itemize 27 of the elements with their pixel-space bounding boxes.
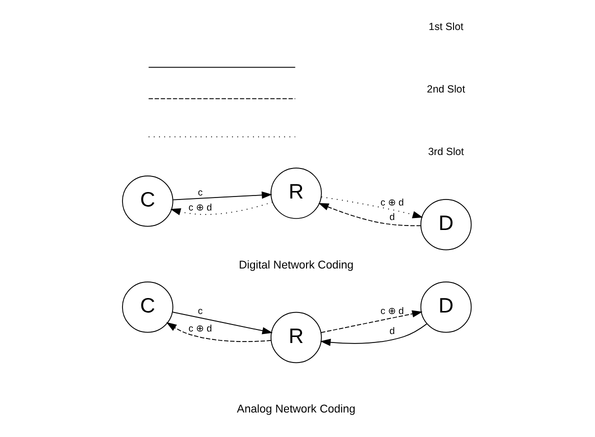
legend-label: 2nd Slot xyxy=(426,84,466,96)
arrow xyxy=(166,322,272,342)
edge-label: d xyxy=(390,212,395,224)
arrow xyxy=(320,323,428,346)
arrow xyxy=(170,202,273,216)
edge-label: c ⊕ d xyxy=(380,306,404,317)
arrow xyxy=(320,310,423,333)
node-circle: C xyxy=(122,281,174,333)
label: Analog Network Coding xyxy=(236,404,356,416)
node-circle: D xyxy=(420,281,472,333)
edge-label: c ⊕ d xyxy=(380,197,404,208)
edge-label: c ⊕ d xyxy=(188,202,212,214)
edge-label: c ⊕ d xyxy=(188,323,212,334)
legend-label: 1st Slot xyxy=(428,22,464,34)
edge-label: c xyxy=(198,306,203,317)
label: Digital Network Coding xyxy=(238,259,354,272)
arrow xyxy=(172,312,273,334)
node-circle: D xyxy=(420,198,472,250)
edge-label: c xyxy=(198,188,203,199)
arrow xyxy=(320,196,423,218)
node-circle: C xyxy=(122,176,174,227)
arrow xyxy=(318,202,422,226)
node-circle: R xyxy=(270,168,322,219)
arrow xyxy=(172,191,272,200)
node-circle: R xyxy=(270,312,322,364)
edge-label: d xyxy=(390,326,395,337)
legend-label: 3rd Slot xyxy=(428,147,464,158)
